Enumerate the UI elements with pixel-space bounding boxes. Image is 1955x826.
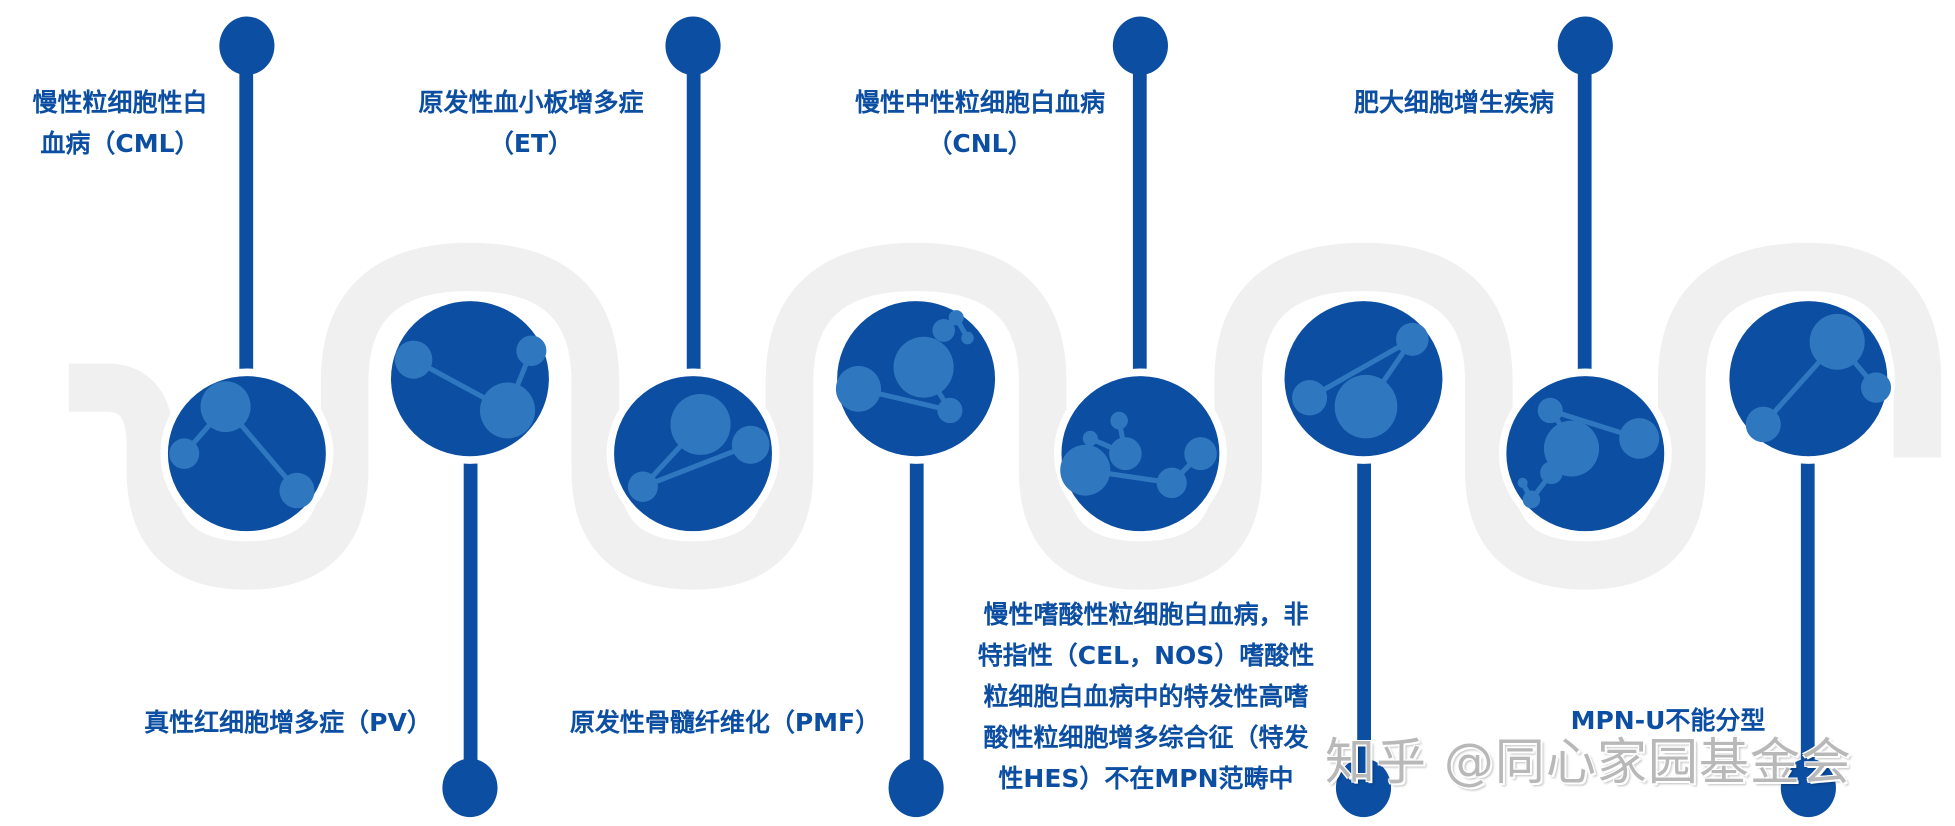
label-mpn-u: MPN-U不能分型 (1548, 700, 1788, 741)
label-cnl-line1: 慢性中性粒细胞白血病 (854, 88, 1105, 117)
stick-group (219, 16, 1836, 818)
stick-cml (239, 50, 254, 382)
stick-mpnu (1800, 451, 1815, 782)
label-et-line2: （ET） (488, 129, 574, 158)
label-et-line1: 原发性血小板增多症 (418, 88, 644, 117)
label-et: 原发性血小板增多症 （ET） (398, 82, 664, 164)
label-cml-line1: 慢性粒细胞性白 (32, 88, 208, 117)
knob-et (665, 16, 721, 75)
knob-pmf (888, 758, 944, 818)
knob-cnl (1112, 16, 1168, 75)
label-pv-line1: 真性红细胞增多症（PV） (144, 708, 432, 737)
molecule-icons (169, 310, 1892, 509)
label-cel: 慢性嗜酸性粒细胞白血病，非 特指性（CEL，NOS）嗜酸性 粒细胞白血病中的特发… (958, 594, 1334, 799)
knob-pv (442, 758, 498, 818)
watermark-text: 知乎 @同心家园基金会 (1325, 733, 1852, 791)
label-mastocytosis: 肥大细胞增生疾病 (1335, 82, 1573, 123)
label-cel-line1: 慢性嗜酸性粒细胞白血病，非 (983, 600, 1309, 629)
label-cnl-line2: （CNL） (927, 129, 1033, 158)
label-cel-line3: 粒细胞白血病中的特发性高嗜 (983, 682, 1309, 711)
label-cel-line4: 酸性粒细胞增多综合征（特发 (983, 723, 1309, 752)
stick-pv (463, 451, 478, 782)
label-cml: 慢性粒细胞性白 血病（CML） (14, 82, 226, 164)
stick-mast (1577, 50, 1592, 382)
knob-mast (1557, 16, 1613, 75)
label-pv: 真性红细胞增多症（PV） (128, 702, 448, 743)
knob-cel (1335, 758, 1392, 818)
circle-pv (383, 293, 557, 464)
label-pmf-line1: 原发性骨髓纤维化（PMF） (569, 708, 881, 737)
stick-et (686, 50, 701, 382)
label-pmf: 原发性骨髓纤维化（PMF） (555, 702, 895, 743)
label-mpn-u-line1: MPN-U不能分型 (1570, 706, 1766, 735)
knob-mpnu (1780, 758, 1836, 818)
label-cml-line2: 血病（CML） (40, 129, 200, 158)
label-cel-line5: 性HES）不在MPN范畴中 (998, 764, 1294, 793)
label-cnl: 慢性中性粒细胞白血病 （CNL） (833, 82, 1127, 164)
serpentine-track (68, 242, 1942, 590)
label-mastocytosis-line1: 肥大细胞增生疾病 (1353, 88, 1554, 117)
stick-cnl (1132, 50, 1147, 382)
stick-cel (1357, 451, 1372, 782)
knob-cml (219, 16, 275, 75)
label-cel-line2: 特指性（CEL，NOS）嗜酸性 (977, 641, 1315, 670)
stick-pmf (909, 451, 924, 782)
